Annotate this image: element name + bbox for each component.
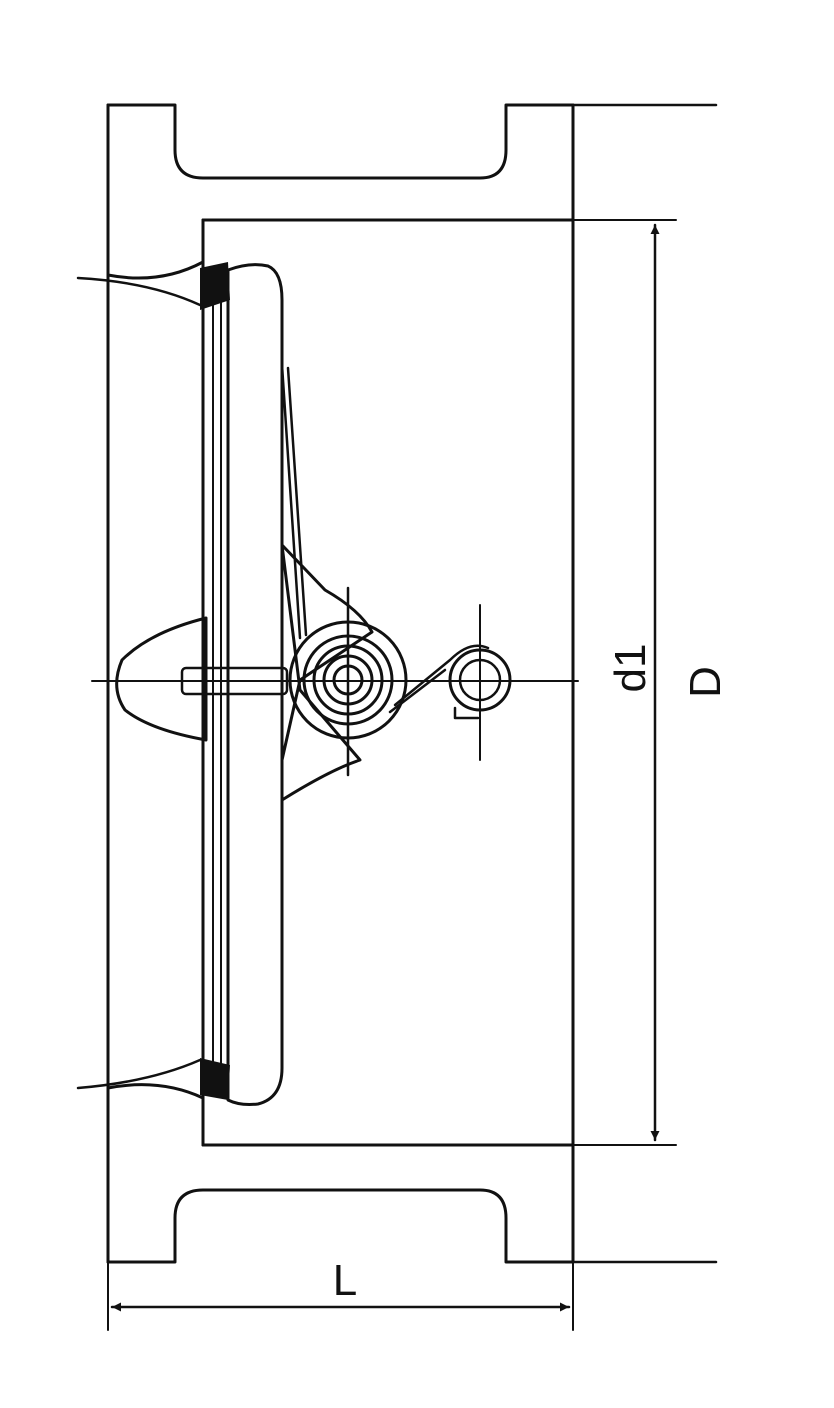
valve-disc (226, 263, 284, 1106)
inlet-seat-lines (76, 276, 202, 1090)
length-label: L (333, 1256, 357, 1305)
stop-pin (448, 604, 512, 761)
inner-diameter-extension-lines (572, 219, 677, 1146)
disc-hub-arm (115, 543, 374, 802)
valve-body-upper (106, 103, 575, 280)
inner-diameter-label: d1 (606, 644, 655, 693)
spring-tail (388, 644, 490, 714)
outer-diameter-label: D (681, 666, 730, 698)
seal-rings (200, 262, 230, 1100)
spring-arm (280, 363, 308, 640)
outer-diameter-extension-lines (571, 103, 718, 1264)
valve-body-lower (106, 1083, 575, 1264)
length-dimension (107, 1261, 574, 1331)
